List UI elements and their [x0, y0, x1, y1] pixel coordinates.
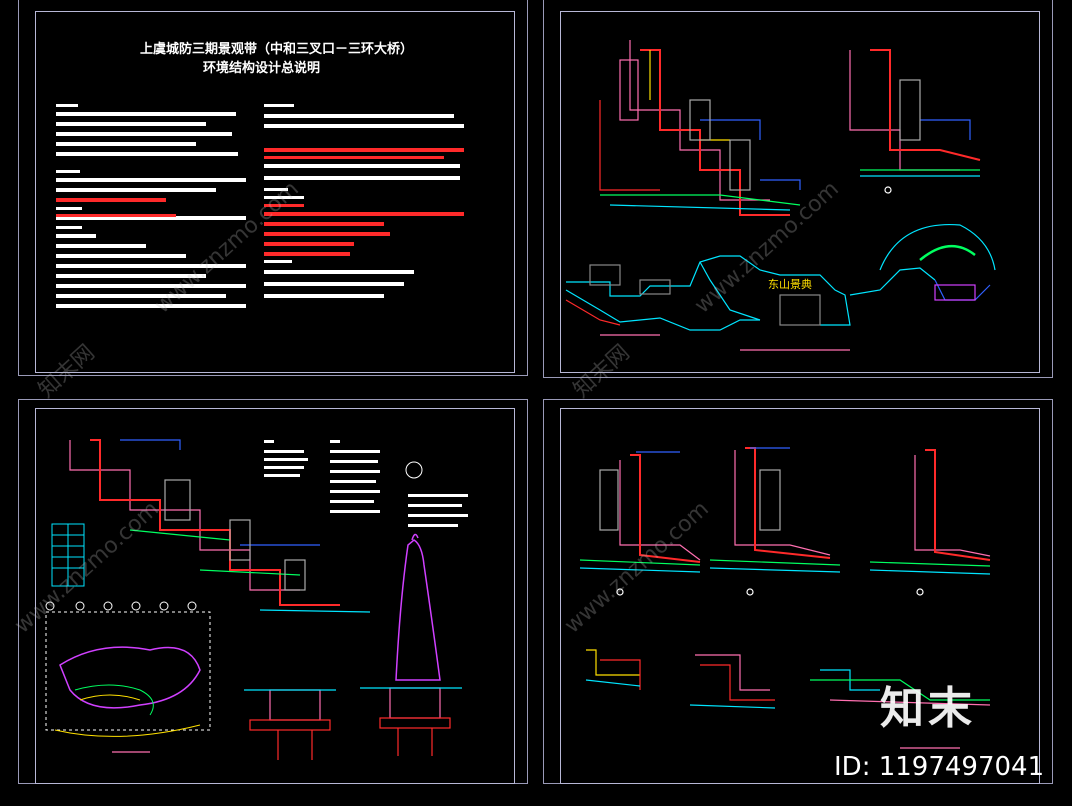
sheet-1-subtitle: 环境结构设计总说明	[203, 61, 321, 76]
plan-area-label: 东山景典	[768, 278, 812, 291]
sheet-2-section-a	[599, 40, 801, 216]
sheet-1-notes-left	[56, 104, 246, 308]
sheet-3-sections	[69, 439, 371, 613]
sheet-3-plan	[45, 461, 423, 737]
sheet-3-footings	[112, 687, 462, 760]
sheet-1-notes-right-red	[264, 148, 464, 256]
sheet-2-frame	[543, 0, 1053, 378]
sheet-1-notes-left-red	[56, 198, 176, 217]
sheet-2-plan	[565, 223, 996, 351]
sheet-1-frame	[18, 0, 528, 376]
sheet-1-title: 上虞城防三期景观带（中和三叉口－三环大桥）	[140, 42, 414, 57]
sheet-3-notes	[264, 440, 468, 527]
sheet-3-table	[51, 523, 85, 587]
watermark-logo: 知末	[880, 683, 976, 734]
sheet-2-section-b	[849, 49, 981, 194]
sheet-3-sculpture	[395, 533, 441, 681]
sheet-1-notes-right	[264, 104, 464, 298]
sheet-4-details	[585, 649, 991, 749]
sheet-3-frame	[18, 399, 528, 784]
watermark-id: ID: 1197497041	[834, 752, 1045, 782]
sheet-4-sections	[579, 447, 991, 596]
sheet-4-frame	[543, 399, 1053, 784]
